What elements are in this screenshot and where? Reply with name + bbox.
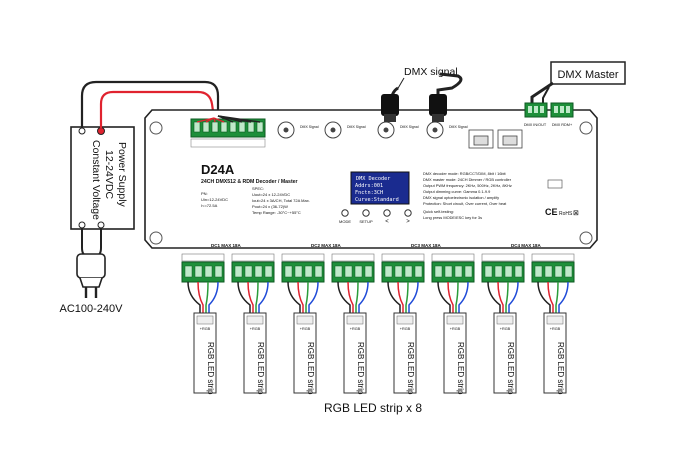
svg-text:DMX Decoder: DMX Decoder bbox=[356, 176, 390, 182]
psu-line1: Power Supply bbox=[116, 142, 128, 208]
svg-text:DMX Signal: DMX Signal bbox=[300, 125, 319, 129]
svg-text:DMX master mode: 24CH Dimmer /: DMX master mode: 24CH Dimmer / RGB contr… bbox=[423, 177, 512, 182]
output-channel-7: +RGB RGB LED strip bbox=[481, 253, 525, 395]
output-channel-1: +RGB RGB LED strip bbox=[181, 253, 225, 395]
device-buttons[interactable] bbox=[341, 209, 412, 217]
device-model: D24A bbox=[201, 162, 235, 177]
svg-text:Fnctn:3CH: Fnctn:3CH bbox=[355, 190, 383, 196]
strip-pin-label: +RGB bbox=[300, 327, 311, 331]
svg-text:MODE: MODE bbox=[339, 219, 351, 224]
svg-text:DMX decoder mode: RGB/CCT/DIM,: DMX decoder mode: RGB/CCT/DIM, 8bit / 16… bbox=[423, 171, 507, 176]
svg-text:RoHS: RoHS bbox=[559, 211, 573, 217]
dmx-in-label: DMX IN/OUT bbox=[524, 123, 547, 127]
xlr-plug-icon bbox=[381, 94, 447, 122]
svg-text:DC2 MAX 18A: DC2 MAX 18A bbox=[311, 243, 342, 248]
strip-label: RGB LED strip bbox=[556, 342, 565, 395]
svg-text:PN:: PN: bbox=[201, 191, 208, 196]
psu-line3: Constant Voltage bbox=[90, 140, 102, 220]
strip-label: RGB LED strip bbox=[506, 342, 515, 395]
right-button bbox=[404, 209, 412, 217]
mode-button bbox=[341, 209, 349, 217]
ac-plug-icon bbox=[76, 228, 106, 298]
device-subtitle: 24CH DMX512 & RDM Decoder / Master bbox=[201, 179, 298, 185]
rj45-ports bbox=[468, 129, 523, 149]
svg-text:Curve:Standard: Curve:Standard bbox=[355, 197, 399, 203]
svg-text:DMX Signal: DMX Signal bbox=[347, 125, 366, 129]
svg-text:I<=72.5A: I<=72.5A bbox=[201, 203, 218, 208]
dmx-rdm-label: DMX RDM+ bbox=[552, 123, 573, 127]
svg-text:DMX Signal: DMX Signal bbox=[449, 125, 468, 129]
psu-line2: 12-24VDC bbox=[103, 150, 115, 199]
output-channel-2: +RGB RGB LED strip bbox=[231, 253, 275, 395]
strip-pin-label: +RGB bbox=[350, 327, 361, 331]
svg-text:Output dimming curve: Gamma 0.: Output dimming curve: Gamma 0.1-9.9 bbox=[423, 189, 490, 194]
xlr-sockets bbox=[277, 121, 444, 139]
strip-label: RGB LED strip bbox=[256, 342, 265, 395]
bottom-caption: RGB LED strip x 8 bbox=[324, 401, 422, 415]
svg-text:SETUP: SETUP bbox=[359, 219, 373, 224]
svg-text:Quick self-testing:: Quick self-testing: bbox=[423, 209, 454, 214]
svg-text:DMX signal optoelectronic isol: DMX signal optoelectronic isolation / am… bbox=[423, 195, 499, 200]
svg-text:Long press MODE/ESC key for 3s: Long press MODE/ESC key for 3s bbox=[423, 215, 482, 220]
svg-text:Uin=12-24VDC: Uin=12-24VDC bbox=[201, 197, 228, 202]
dmx-terminals bbox=[524, 102, 574, 118]
svg-text:Temp Range: -30°C~+55°C: Temp Range: -30°C~+55°C bbox=[252, 210, 301, 215]
strip-label: RGB LED strip bbox=[356, 342, 365, 395]
strip-pin-label: +RGB bbox=[500, 327, 511, 331]
svg-text:Output PWM frequency: 2KHz, 50: Output PWM frequency: 2KHz, 500Hz, 2KHz,… bbox=[423, 183, 512, 188]
dmx-master-label: DMX Master bbox=[557, 69, 618, 81]
strip-pin-label: +RGB bbox=[450, 327, 461, 331]
svg-text:Protection: Short circuit, Ove: Protection: Short circuit, Over current,… bbox=[423, 201, 507, 206]
svg-text:CE: CE bbox=[545, 207, 558, 217]
svg-text:Iout=24 x 3A/CH, Total 72A Max: Iout=24 x 3A/CH, Total 72A Max. bbox=[252, 198, 310, 203]
output-channel-4: +RGB RGB LED strip bbox=[331, 253, 375, 395]
strip-label: RGB LED strip bbox=[456, 342, 465, 395]
output-channel-5: +RGB RGB LED strip bbox=[381, 253, 425, 395]
strip-label: RGB LED strip bbox=[406, 342, 415, 395]
svg-text:<: < bbox=[385, 219, 389, 225]
svg-text:SPEC:: SPEC: bbox=[252, 186, 264, 191]
svg-text:DC4 MAX 18A: DC4 MAX 18A bbox=[511, 243, 542, 248]
lcd-display bbox=[350, 171, 410, 205]
svg-text:Addrs:001: Addrs:001 bbox=[355, 183, 383, 189]
svg-text:Pout=24 x (36-72)W: Pout=24 x (36-72)W bbox=[252, 204, 288, 209]
power-input-terminal bbox=[190, 118, 266, 148]
output-channel-6: +RGB RGB LED strip bbox=[431, 253, 475, 395]
strip-pin-label: +RGB bbox=[200, 327, 211, 331]
svg-text:⊠: ⊠ bbox=[573, 210, 579, 217]
svg-text:DMX Signal: DMX Signal bbox=[400, 125, 419, 129]
setup-button bbox=[362, 209, 370, 217]
svg-text:>: > bbox=[406, 219, 410, 225]
power-supply: Power Supply 12-24VDC Constant Voltage bbox=[70, 126, 135, 230]
strip-pin-label: +RGB bbox=[400, 327, 411, 331]
ac-input-label: AC100-240V bbox=[60, 303, 124, 315]
strip-label: RGB LED strip bbox=[306, 342, 315, 395]
strip-pin-label: +RGB bbox=[250, 327, 261, 331]
svg-text:DC1 MAX 18A: DC1 MAX 18A bbox=[211, 243, 242, 248]
output-channel-8: +RGB RGB LED strip bbox=[531, 253, 575, 395]
left-button bbox=[383, 209, 391, 217]
strip-pin-label: +RGB bbox=[550, 327, 561, 331]
svg-text:DC3 MAX 18A: DC3 MAX 18A bbox=[411, 243, 442, 248]
strip-label: RGB LED strip bbox=[206, 342, 215, 395]
svg-text:Uout=24 x 12-24VDC: Uout=24 x 12-24VDC bbox=[252, 192, 290, 197]
output-channel-3: +RGB RGB LED strip bbox=[281, 253, 325, 395]
certification-icons: CE RoHS ⊠ bbox=[545, 179, 579, 217]
